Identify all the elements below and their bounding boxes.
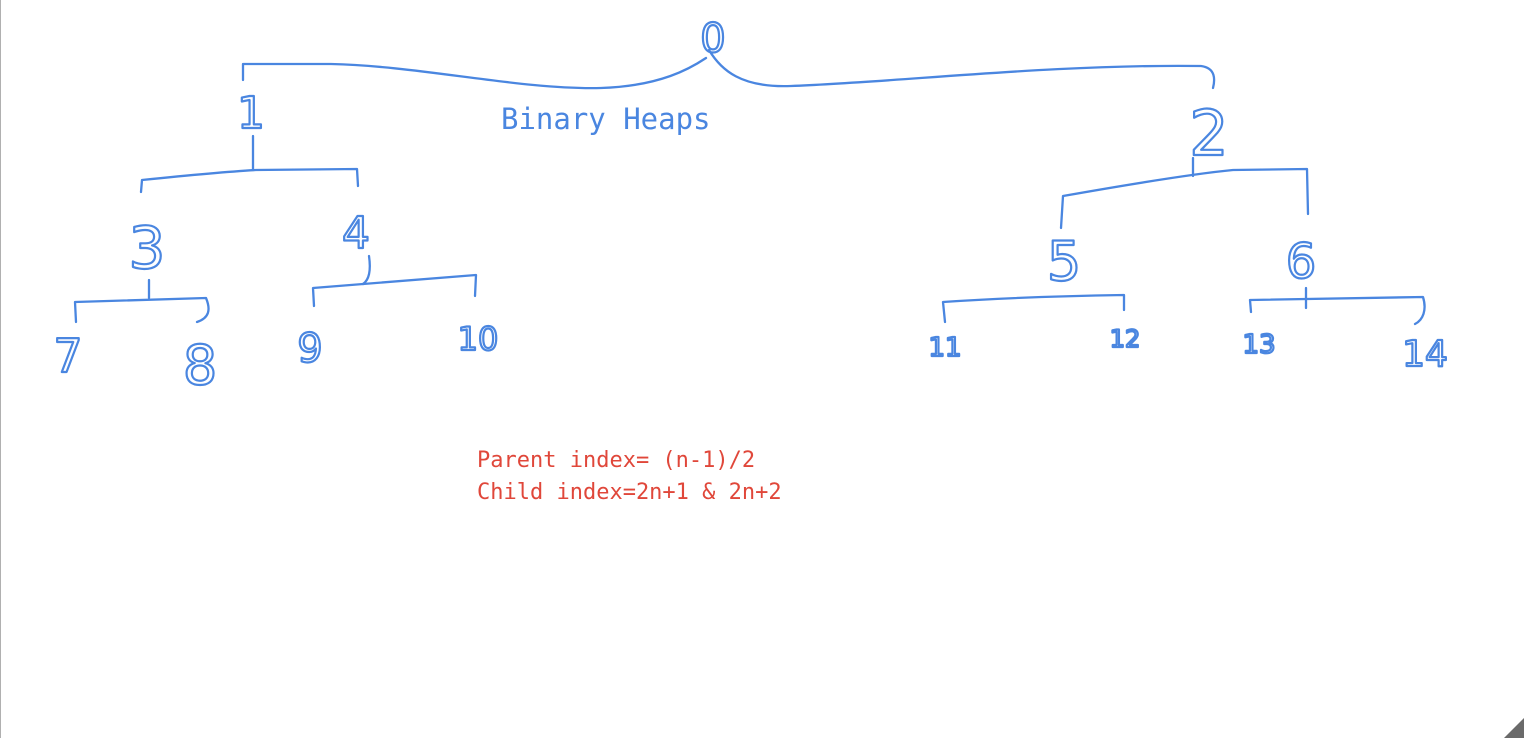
node-14: 14 <box>1402 334 1448 375</box>
edge-4-bar <box>311 273 478 308</box>
node-3: 3 <box>129 214 166 282</box>
node-2: 2 <box>1189 97 1228 170</box>
edge-4-stem <box>361 254 371 286</box>
edge-1-bar <box>139 167 360 194</box>
edge-2-bar <box>1059 167 1310 230</box>
diagram-title: Binary Heaps <box>501 102 711 136</box>
node-8: 8 <box>183 334 217 397</box>
child-index-formula: Child index=2n+1 & 2n+2 <box>477 480 782 505</box>
edge-3-bar <box>73 296 210 324</box>
resize-corner-icon[interactable] <box>1504 718 1524 738</box>
edge-root-right <box>707 48 1216 90</box>
node-13: 13 <box>1242 330 1275 360</box>
node-9: 9 <box>297 326 322 372</box>
edge-root-left <box>241 56 708 90</box>
node-5: 5 <box>1047 230 1081 293</box>
edge-6-bar <box>1248 295 1426 326</box>
tree-connectors <box>73 48 1426 326</box>
node-7: 7 <box>53 329 82 383</box>
node-1: 1 <box>237 88 265 139</box>
node-10: 10 <box>458 320 499 358</box>
edge-5-bar <box>941 293 1126 324</box>
node-0: 0 <box>700 16 725 62</box>
node-11: 11 <box>928 333 961 363</box>
node-6: 6 <box>1286 234 1317 290</box>
node-12: 12 <box>1110 325 1141 353</box>
parent-index-formula: Parent index= (n-1)/2 <box>477 448 755 473</box>
node-4: 4 <box>342 208 370 259</box>
